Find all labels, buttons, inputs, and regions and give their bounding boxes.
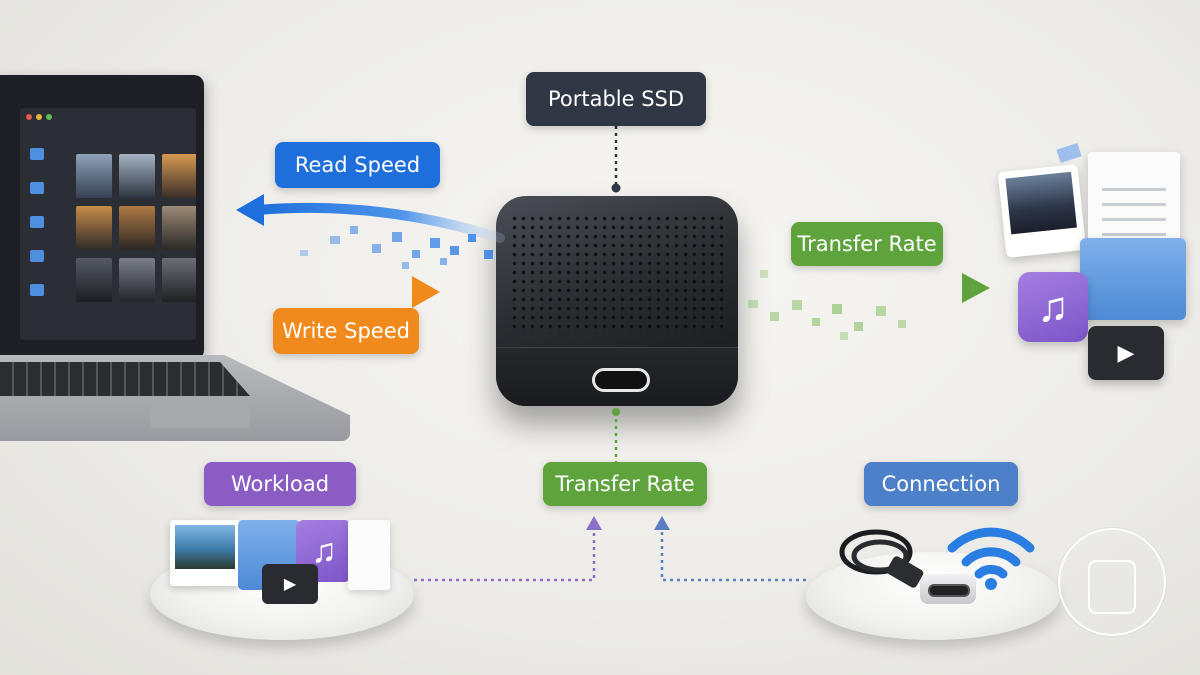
read-arrow: [253, 202, 505, 243]
photo-thumbnail: [119, 154, 155, 198]
usb-cable-icon: [839, 529, 924, 588]
wifi-icon: [947, 527, 1035, 590]
workload-connector: [414, 528, 596, 582]
portable-ssd-label: Portable SSD: [526, 72, 706, 126]
workload-arrow-head: [586, 516, 602, 530]
laptop-trackpad: [150, 402, 250, 428]
ssd-vent-mesh: [510, 214, 724, 334]
usb-c-port: [592, 368, 650, 392]
transfer-data-stream: [748, 270, 906, 340]
connection-label: Connection: [864, 462, 1018, 506]
photo-thumbnail: [162, 258, 196, 302]
file-browser-sidebar: [30, 148, 52, 318]
write-arrow-head: [412, 276, 440, 308]
folder-icon: [30, 182, 44, 194]
music-file-icon: ♫: [1018, 272, 1088, 342]
connection-arrow-head: [654, 516, 670, 530]
photo-thumbnail: [76, 206, 112, 250]
read-arrow-head: [236, 194, 264, 226]
read-speed-label: Read Speed: [275, 142, 440, 188]
read-data-stream: [300, 226, 493, 269]
workload-label: Workload: [204, 462, 356, 506]
video-file-icon: ▶: [262, 564, 318, 604]
transfer-arrow-head: [962, 273, 990, 303]
laptop-keyboard: [0, 362, 250, 396]
folder-icon: [30, 216, 44, 228]
photo-thumbnail: [76, 258, 112, 302]
window-controls: [26, 114, 52, 120]
drive-badge-icon: [1088, 560, 1136, 614]
usb-c-plug-icon: [920, 574, 976, 604]
folder-icon: [1080, 238, 1186, 320]
photo-thumbnail-grid: [76, 154, 196, 302]
transfer-rate-label-top: Transfer Rate: [791, 222, 943, 266]
folder-icon: [30, 148, 44, 160]
portable-ssd-device: [496, 196, 738, 406]
write-speed-label: Write Speed: [273, 308, 419, 354]
image-file-icon: [170, 520, 240, 586]
photo-thumbnail: [162, 206, 196, 250]
video-file-icon: ▶: [1088, 326, 1164, 380]
connection-connector: [660, 528, 806, 582]
photo-thumbnail: [162, 154, 196, 198]
folder-icon: [30, 284, 44, 296]
file-browser-window: [20, 108, 196, 340]
photo-thumbnail: [119, 206, 155, 250]
photo-thumbnail: [119, 258, 155, 302]
photo-thumbnail: [76, 154, 112, 198]
document-file-icon: [348, 520, 390, 590]
transfer-rate-label-bottom: Transfer Rate: [543, 462, 707, 506]
watermark-badge: [1058, 528, 1166, 636]
folder-icon: [30, 250, 44, 262]
